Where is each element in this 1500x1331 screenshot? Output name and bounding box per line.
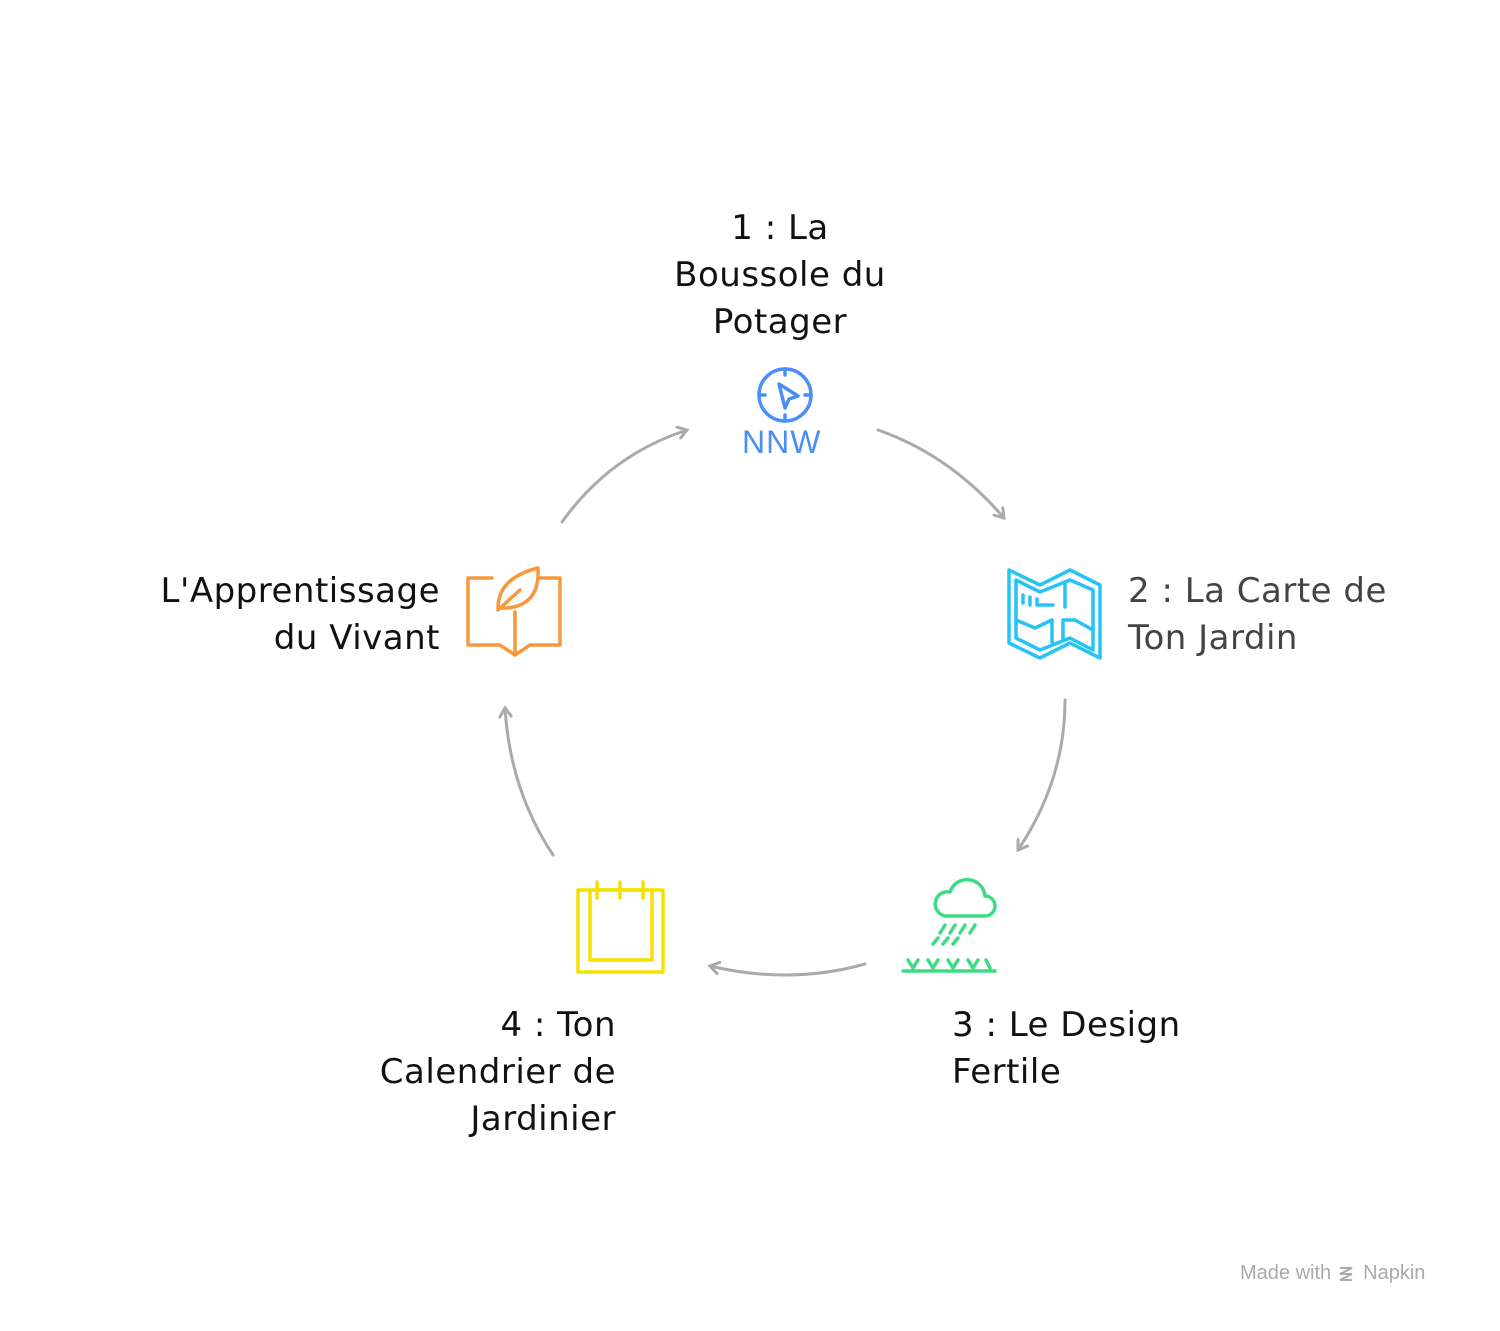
step-5-label: L'Apprentissage du Vivant [100, 568, 440, 662]
step-4-line: Jardinier [470, 1099, 616, 1139]
step-3-label: 3 : Le Design Fertile [952, 1002, 1181, 1096]
arrow-2-to-3 [1018, 698, 1067, 850]
arrow-1-to-2 [876, 428, 1004, 518]
step-2-line: 2 : La Carte de [1128, 571, 1387, 611]
step-4-line: 4 : Ton [500, 1005, 616, 1045]
calendar-icon [576, 880, 665, 974]
arrow-4-to-5 [505, 708, 555, 857]
book-leaf-icon [466, 566, 562, 657]
compass-icon [757, 367, 813, 423]
napkin-logo-icon [1339, 1266, 1353, 1281]
step-1-line: Boussole du [674, 255, 886, 295]
arrow-5-to-1 [560, 430, 687, 524]
napkin-brand: Napkin [1363, 1262, 1426, 1284]
step-5-line: L'Apprentissage [160, 571, 440, 611]
step-3-line: Fertile [952, 1052, 1062, 1092]
step-5-line: du Vivant [273, 618, 440, 658]
made-with-text: Made with [1240, 1262, 1332, 1284]
step-1-label: 1 : La Boussole du Potager [640, 205, 920, 346]
arrow-3-to-4 [710, 964, 867, 977]
step-3-line: 3 : Le Design [952, 1005, 1181, 1045]
step-2-label: 2 : La Carte de Ton Jardin [1128, 568, 1387, 662]
map-icon [1007, 568, 1102, 660]
step-4-line: Calendrier de [379, 1052, 616, 1092]
made-with-napkin: Made with Napkin [1240, 1262, 1425, 1285]
step-4-label: 4 : Ton Calendrier de Jardinier [300, 1002, 616, 1143]
rain-garden-icon [901, 877, 997, 973]
step-1-line: 1 : La [731, 208, 829, 248]
step-1-line: Potager [712, 302, 848, 342]
compass-label: NNW [742, 424, 822, 460]
step-2-line: Ton Jardin [1128, 618, 1298, 658]
